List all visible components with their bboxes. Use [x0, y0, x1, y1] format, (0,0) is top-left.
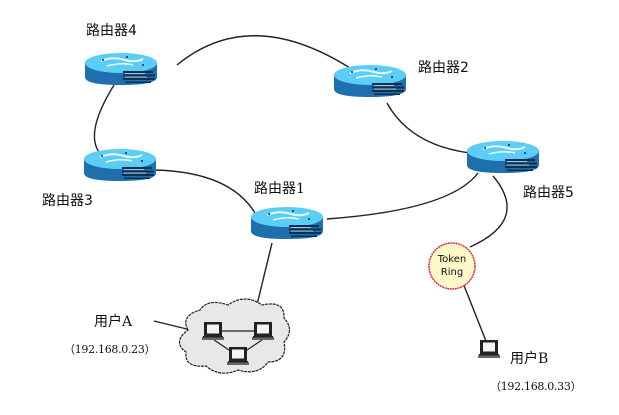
router-2-label: 路由器2 [418, 60, 469, 76]
user-b-ip: （192.168.0.33） [490, 380, 582, 393]
pc-icon [202, 322, 224, 340]
link-r1-lana [254, 242, 273, 314]
router-1-label: 路由器1 [254, 181, 305, 197]
router-2[interactable] [333, 64, 407, 98]
router-5-label: 路由器5 [523, 185, 574, 201]
link-ring-userb [462, 282, 487, 342]
token-ring[interactable]: Token Ring [428, 242, 476, 290]
router-4-label: 路由器4 [86, 23, 137, 39]
link-r4-r2 [176, 35, 351, 69]
link-r3-r1 [154, 169, 256, 214]
link-r5-ring [469, 175, 508, 248]
router-4[interactable] [84, 52, 158, 86]
lan-cloud[interactable] [178, 298, 291, 374]
router-1[interactable] [250, 206, 324, 240]
pc-icon [252, 322, 274, 340]
user-a-label: 用户A [94, 314, 133, 330]
token-ring-label-line1: Token [437, 254, 466, 265]
link-r1-r5 [326, 172, 479, 220]
link-r2-r5 [386, 102, 471, 154]
token-ring-label-line2: Ring [441, 267, 463, 278]
link-r4-r3 [93, 84, 115, 159]
pc-icon [227, 347, 249, 365]
router-5[interactable] [466, 140, 540, 174]
links [93, 35, 508, 342]
router-3-label: 路由器3 [42, 193, 93, 209]
user-b-label: 用户B [510, 351, 549, 367]
user-b-pc-icon[interactable] [478, 340, 500, 358]
user-a-ip: （192.168.0.23） [64, 343, 156, 356]
router-3[interactable] [83, 148, 157, 182]
